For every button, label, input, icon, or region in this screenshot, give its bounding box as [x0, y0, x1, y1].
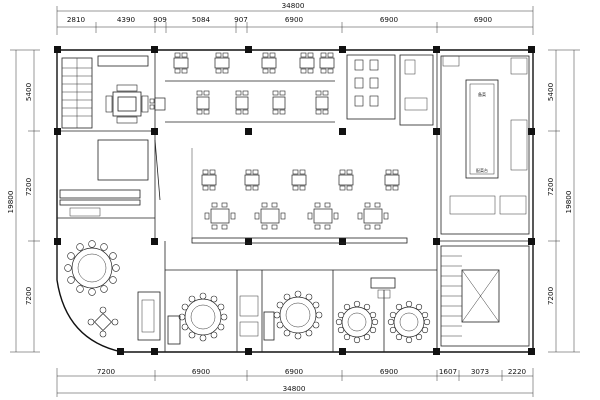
stair-elevator-block [440, 245, 530, 347]
exterior-walls [56, 49, 534, 353]
bottom-dimension-chain: 7200 6900 6900 6900 1607 3073 2220 34800 [56, 367, 534, 397]
top-dimension-8: 6900 [474, 15, 493, 24]
left-total-dimension: 19800 [6, 190, 15, 213]
right-dimension-2: 7200 [546, 177, 555, 196]
right-dimension-1: 5400 [546, 82, 555, 101]
top-dimension-7: 6900 [380, 15, 399, 24]
private-room-3 [335, 300, 379, 344]
table-4-seat [235, 90, 249, 115]
table-4-seat [244, 169, 260, 191]
table-4-seat [149, 97, 166, 111]
right-dimension-chain: 5400 7200 7200 19800 [546, 49, 580, 353]
central-service-counter [191, 148, 408, 244]
central-hall-tables-row-2 [204, 202, 389, 230]
top-total-dimension: 34800 [282, 1, 305, 10]
left-dimension-2: 7200 [24, 177, 33, 196]
bottom-dimension-7: 2220 [508, 367, 527, 376]
dining-tables-top-row [173, 52, 335, 74]
bottom-dimension-5: 1607 [439, 367, 457, 376]
private-room-sofa [370, 277, 396, 299]
private-room-4 [387, 300, 431, 344]
left-dimension-chain: 19800 5400 7200 7200 [6, 49, 40, 353]
structural-columns [54, 46, 535, 355]
top-dimension-chain: 34800 2810 4390 909 5084 907 6900 6900 6… [56, 1, 534, 35]
bottom-dimension-6: 3073 [471, 367, 489, 376]
small-tea-table [87, 306, 119, 338]
table-4-seat [201, 169, 217, 191]
table-4-seat [291, 169, 307, 191]
round-table-large [64, 240, 120, 296]
table-4-seat [299, 52, 315, 74]
right-total-dimension: 19800 [564, 190, 573, 213]
table-4-seat [272, 90, 286, 115]
bottom-dimension-4: 6900 [380, 367, 399, 376]
table-4-seat [214, 52, 230, 74]
top-dimension-3: 909 [153, 15, 167, 24]
private-room-2 [263, 290, 323, 341]
bottom-dimension-3: 6900 [285, 367, 304, 376]
private-room-1 [167, 292, 228, 345]
top-dimension-2: 4390 [117, 15, 136, 24]
right-dimension-3: 7200 [546, 286, 555, 305]
bottom-dimension-1: 7200 [97, 367, 116, 376]
table-4-seat [196, 90, 210, 115]
kitchen-label-counter: 配菜台 [476, 167, 488, 173]
service-room-between [239, 295, 259, 337]
top-dimension-6: 6900 [285, 15, 304, 24]
table-4-seat [173, 52, 189, 74]
table-6-seat [254, 202, 286, 230]
table-4-seat [319, 52, 335, 74]
top-dimension-4: 5084 [192, 15, 211, 24]
table-4-seat [315, 90, 329, 115]
lounge-sofa-set [97, 55, 149, 124]
table-6-seat [307, 202, 339, 230]
bottom-dimension-2: 6900 [192, 367, 211, 376]
restroom-block [346, 54, 434, 126]
left-dimension-1: 5400 [24, 82, 33, 101]
central-hall-tables-row-1 [201, 169, 400, 191]
table-4-seat [384, 169, 400, 191]
bottom-total-dimension: 34800 [283, 384, 306, 393]
top-dimension-5: 907 [234, 15, 248, 24]
top-dimension-1: 2810 [67, 15, 86, 24]
service-counters [59, 139, 149, 217]
kitchen-label-prep: 备菜 [478, 91, 486, 97]
left-dimension-3: 7200 [24, 286, 33, 305]
kitchen: 备菜 配菜台 [440, 55, 530, 235]
table-4-seat [261, 52, 277, 74]
table-6-seat [357, 202, 389, 230]
table-4-seat [338, 169, 354, 191]
table-6-seat [204, 202, 236, 230]
stairwell-left [61, 57, 93, 129]
dining-tables-second-row [149, 90, 329, 115]
sofa-set-left [137, 291, 161, 341]
